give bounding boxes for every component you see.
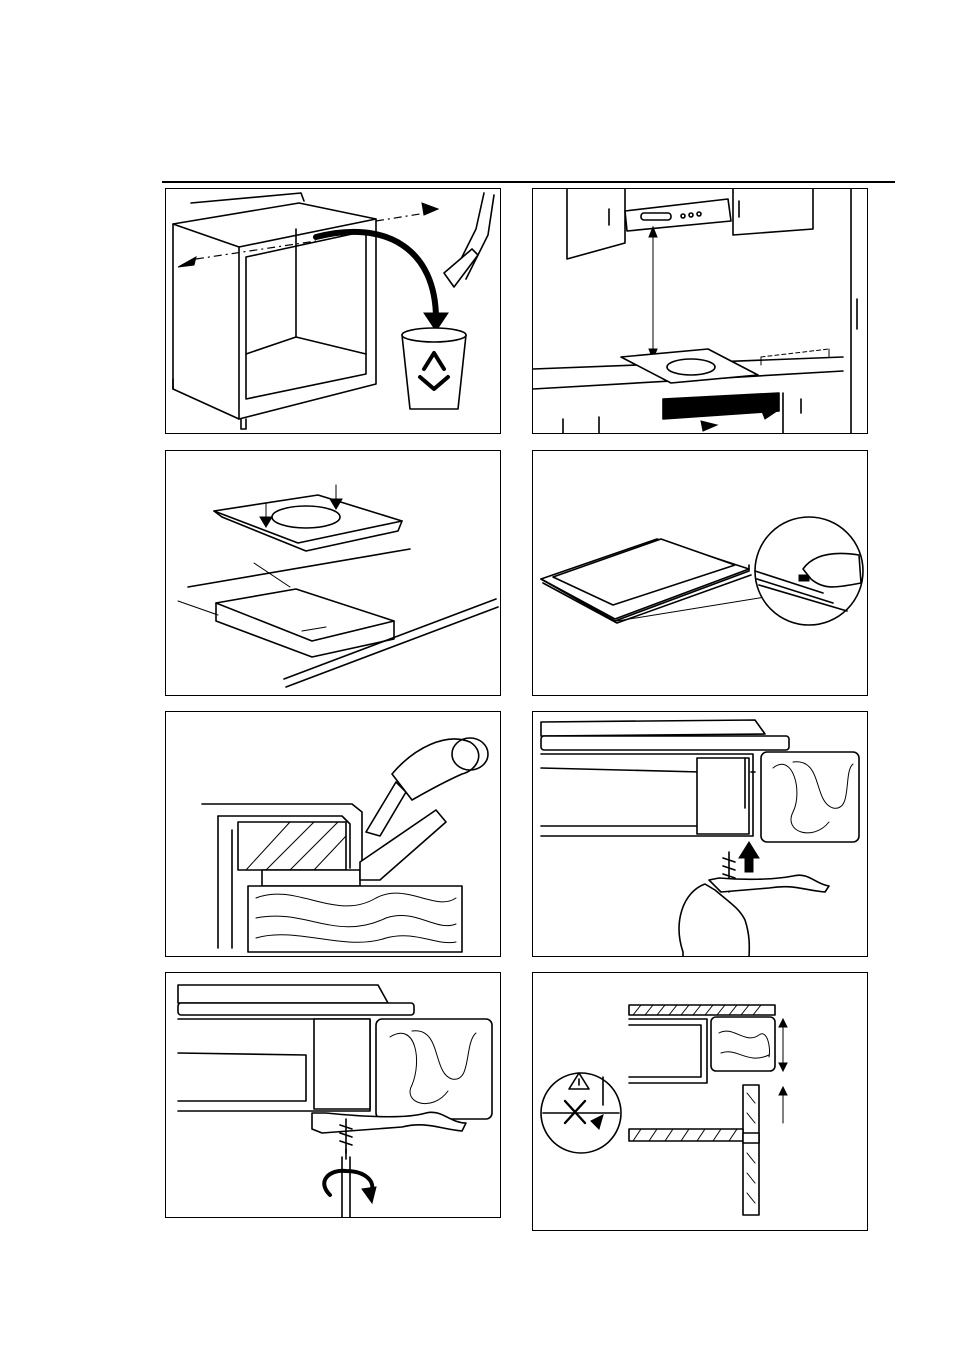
cabinet-icon bbox=[173, 193, 376, 429]
figure-tighten-bracket-screw bbox=[165, 972, 501, 1218]
screwdriver-icon bbox=[342, 1149, 350, 1218]
arrow-icon bbox=[701, 421, 717, 431]
hob-icon bbox=[541, 539, 751, 623]
arrow-icon bbox=[761, 409, 777, 419]
figure-attach-bracket-screw bbox=[532, 711, 868, 957]
worktop-wood-icon bbox=[248, 886, 462, 952]
header-rule bbox=[162, 181, 895, 183]
seal-strip-icon bbox=[238, 822, 346, 870]
figure-remove-cabinet-strip bbox=[165, 188, 501, 434]
bracket-icon bbox=[697, 758, 755, 834]
cooker-hood-icon bbox=[625, 199, 731, 231]
figure-clearance-warning bbox=[532, 972, 868, 1231]
worktop-wood-icon bbox=[376, 1019, 492, 1119]
hob-icon bbox=[214, 495, 402, 551]
figure-hood-and-cutout-distances bbox=[532, 188, 868, 434]
figure-cutout-dimensions bbox=[165, 450, 501, 696]
up-arrow-icon bbox=[739, 842, 759, 872]
hand-icon bbox=[444, 193, 494, 287]
left-arrow-icon bbox=[178, 257, 196, 267]
right-arrow-icon bbox=[422, 203, 438, 215]
figure-cut-seal-corner bbox=[165, 711, 501, 957]
bracket-icon bbox=[314, 1019, 370, 1109]
figure-apply-seal-strip bbox=[532, 450, 868, 696]
worktop-wood-icon bbox=[761, 752, 859, 842]
recycle-bin-icon bbox=[402, 328, 466, 409]
worktop-wood-icon bbox=[711, 1017, 775, 1071]
warning-icon bbox=[541, 1073, 621, 1153]
hand-icon bbox=[679, 884, 749, 957]
